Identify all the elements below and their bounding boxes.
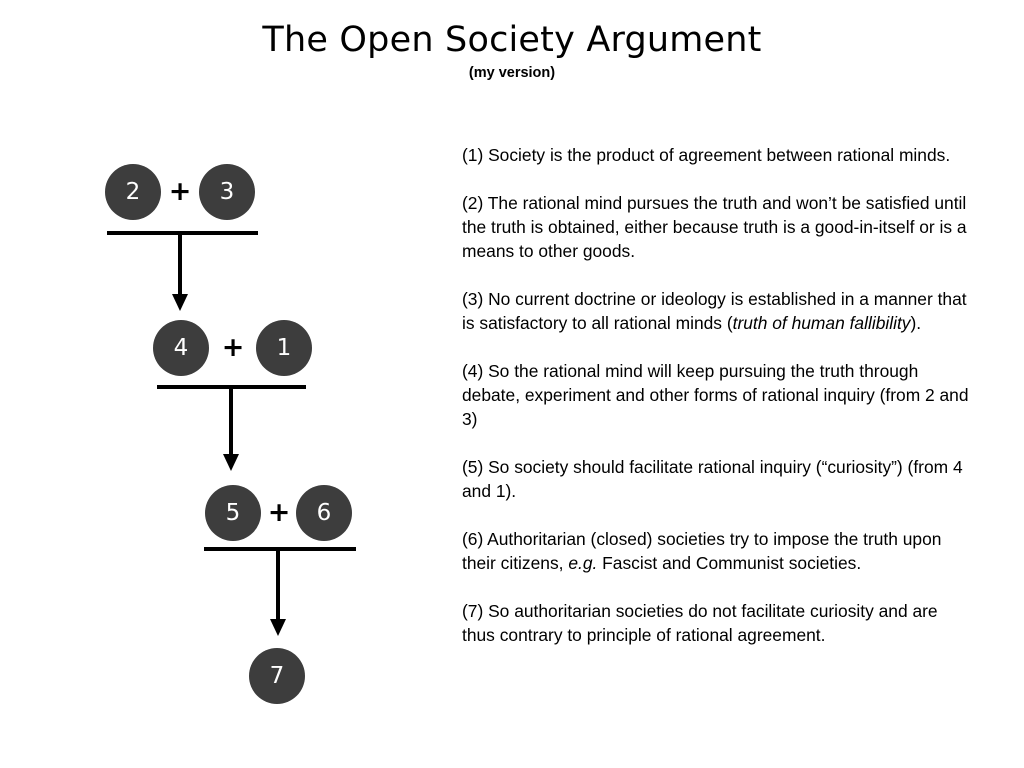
- argument-node-label: 2: [125, 178, 141, 205]
- inference-arrow-stem-1: [178, 231, 182, 297]
- plus-operator-row3: +: [267, 497, 291, 528]
- argument-node-1[interactable]: 1: [256, 320, 312, 376]
- argument-node-label: 6: [316, 499, 332, 526]
- premise-2: (2) The rational mind pursues the truth …: [462, 193, 967, 261]
- plus-operator-row2: +: [221, 332, 245, 363]
- premise-7: (7) So authoritarian societies do not fa…: [462, 601, 938, 645]
- title-block: The Open Society Argument (my version): [0, 22, 1024, 81]
- premise-4: (4) So the rational mind will keep pursu…: [462, 361, 969, 429]
- inference-rule-3: [204, 547, 356, 551]
- inference-arrow-head-3: [270, 619, 286, 636]
- argument-node-4[interactable]: 4: [153, 320, 209, 376]
- argument-node-5[interactable]: 5: [205, 485, 261, 541]
- argument-node-label: 4: [173, 334, 189, 361]
- inference-arrow-stem-3: [276, 547, 280, 622]
- inference-arrow-head-2: [223, 454, 239, 471]
- premise-5: (5) So society should facilitate rationa…: [462, 457, 963, 501]
- plus-operator-row1: +: [168, 176, 192, 207]
- inference-arrow-head-1: [172, 294, 188, 311]
- premise-3: (3) No current doctrine or ideology is e…: [462, 289, 967, 333]
- argument-diagram: 2 + 3 4 + 1 5 + 6 7: [0, 0, 440, 768]
- argument-node-label: 3: [219, 178, 235, 205]
- premise-list: (1) Society is the product of agreement …: [462, 143, 972, 647]
- argument-node-7[interactable]: 7: [249, 648, 305, 704]
- inference-arrow-stem-2: [229, 385, 233, 457]
- premise-1: (1) Society is the product of agreement …: [462, 145, 951, 165]
- page-subtitle: (my version): [468, 64, 556, 81]
- argument-node-3[interactable]: 3: [199, 164, 255, 220]
- argument-node-label: 1: [276, 334, 292, 361]
- page-title: The Open Society Argument: [262, 20, 762, 60]
- argument-node-6[interactable]: 6: [296, 485, 352, 541]
- argument-node-2[interactable]: 2: [105, 164, 161, 220]
- premise-6: (6) Authoritarian (closed) societies try…: [462, 529, 942, 573]
- argument-node-label: 7: [269, 662, 285, 689]
- inference-rule-1: [107, 231, 258, 235]
- argument-node-label: 5: [225, 499, 241, 526]
